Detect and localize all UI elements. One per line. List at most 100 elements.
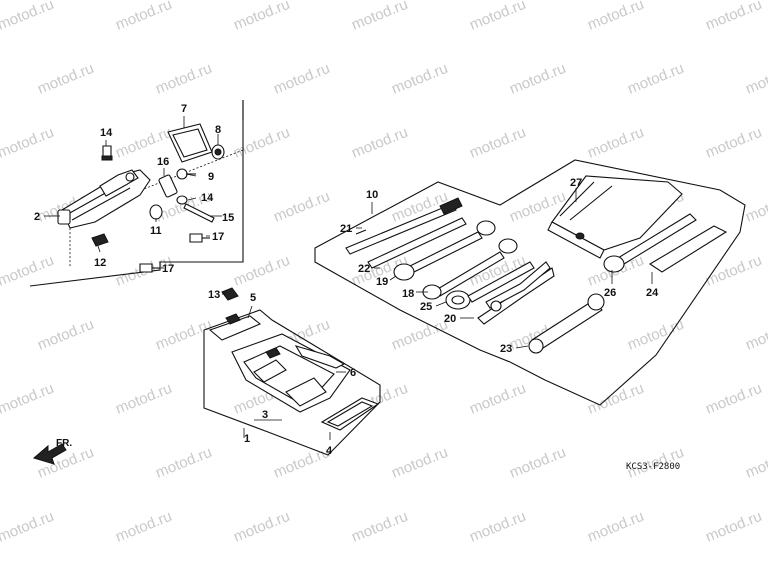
callout-labels: 1 2 3 4 5 6 7 8 9 10 11 12 13 14 14 15 1… — [34, 103, 659, 457]
watermark-text: motod.ru — [585, 124, 646, 162]
front-direction-arrow: FR. — [32, 438, 72, 465]
tool-kit-frame — [314, 159, 746, 406]
watermark-text: motod.ru — [113, 508, 174, 546]
watermark-text: motod.ru — [703, 252, 764, 290]
part-14-bolt — [101, 145, 113, 161]
watermark-text: motod.ru — [0, 0, 56, 34]
tool-kit-group — [314, 159, 746, 406]
watermark-text: motod.ru — [507, 60, 568, 98]
watermark-text: motod.ru — [153, 316, 214, 354]
watermark-text: motod.ru — [389, 444, 450, 482]
watermark-text: motod.ru — [271, 444, 332, 482]
watermark-text: motod.ru — [349, 508, 410, 546]
watermark-text: motod.ru — [389, 60, 450, 98]
watermark-text: motod.ru — [743, 444, 768, 482]
part-12-washer — [91, 233, 109, 247]
watermark-text: motod.ru — [703, 508, 764, 546]
callout-17-upper: 17 — [212, 231, 224, 243]
callout-10: 10 — [366, 189, 378, 201]
callout-24: 24 — [646, 287, 659, 299]
watermark-text: motod.ru — [35, 316, 96, 354]
watermark-text: motod.ru — [585, 508, 646, 546]
callout-16: 16 — [157, 156, 169, 168]
part-25-ring-wrench — [445, 261, 535, 310]
callout-6: 6 — [350, 367, 356, 379]
callout-11: 11 — [150, 225, 162, 237]
watermark-text: motod.ru — [703, 0, 764, 34]
callout-21: 21 — [340, 223, 352, 235]
watermark-text: motod.ru — [585, 0, 646, 34]
watermark-text: motod.ru — [349, 124, 410, 162]
part-7-cover — [167, 123, 213, 163]
part-6-band — [294, 345, 346, 369]
watermark-text: motod.ru — [743, 188, 768, 226]
callout-7: 7 — [181, 103, 187, 115]
callout-17-lower: 17 — [162, 263, 174, 275]
leader-lines — [44, 116, 653, 440]
callout-8: 8 — [215, 124, 221, 136]
part-23-socket-wrench — [528, 293, 605, 354]
callout-23: 23 — [500, 343, 512, 355]
watermark-text: motod.ru — [231, 0, 292, 34]
watermark-text: motod.ru — [0, 124, 56, 162]
watermark-text: motod.ru — [0, 508, 56, 546]
watermark-text: motod.ru — [389, 316, 450, 354]
part-15-bolt — [183, 203, 215, 223]
part-26-bar — [603, 213, 697, 273]
diagram-code: KCS3-F2800 — [626, 462, 680, 472]
watermark-text: motod.ru — [35, 60, 96, 98]
watermark-text: motod.ru — [153, 60, 214, 98]
watermark-text: motod.ru — [113, 0, 174, 34]
part-14-washer — [176, 195, 188, 205]
tool-box-bracket-group — [29, 100, 244, 287]
callout-13: 13 — [208, 289, 220, 301]
watermark-text: motod.ru — [625, 316, 686, 354]
callout-4: 4 — [326, 445, 333, 457]
callout-25: 25 — [420, 301, 432, 313]
watermark-text: motod.ru — [585, 380, 646, 418]
watermark-text: motod.ru — [507, 444, 568, 482]
watermark-text: motod.ru — [349, 0, 410, 34]
part-20-pliers — [477, 261, 555, 325]
watermark-text: motod.ru — [231, 508, 292, 546]
tray-group-frame — [203, 309, 381, 456]
callout-26: 26 — [604, 287, 616, 299]
callout-12: 12 — [94, 257, 106, 269]
callout-27: 27 — [570, 177, 582, 189]
part-17-bolt-upper — [189, 233, 210, 243]
part-3-tray — [231, 333, 351, 413]
watermark-text: motod.ru — [703, 124, 764, 162]
part-10-screwdriver — [345, 197, 463, 255]
part-18-wrench — [422, 238, 518, 300]
callout-14-lower: 14 — [201, 192, 214, 204]
watermark-text: motod.ru — [271, 188, 332, 226]
part-13-nut — [221, 287, 239, 301]
watermark-text: motod.ru — [703, 380, 764, 418]
direction-label: FR. — [56, 438, 72, 449]
callout-3: 3 — [262, 409, 268, 421]
callout-18: 18 — [402, 288, 414, 300]
part-16-collar — [158, 174, 178, 198]
watermark-text: motod.ru — [113, 380, 174, 418]
watermark-text: motod.ru — [743, 60, 768, 98]
callout-20: 20 — [444, 313, 456, 325]
callout-19: 19 — [376, 276, 388, 288]
watermark-text: motod.ru — [467, 380, 528, 418]
callout-15: 15 — [222, 212, 234, 224]
watermark-text: motod.ru — [467, 0, 528, 34]
part-24-strap — [648, 225, 728, 273]
part-19-wrench — [393, 220, 496, 281]
watermark-text: motod.ru — [467, 508, 528, 546]
watermark-text: motod.ru — [231, 252, 292, 290]
watermark-text: motod.ru — [153, 444, 214, 482]
callout-5: 5 — [250, 292, 256, 304]
part-22-screwdriver — [367, 217, 467, 269]
callout-1: 1 — [244, 433, 250, 445]
callout-22: 22 — [358, 263, 370, 275]
part-4-holder — [320, 397, 380, 431]
watermark-text: motod.ru — [625, 60, 686, 98]
part-21-bit — [355, 229, 367, 235]
watermark-text: motod.ru — [467, 124, 528, 162]
